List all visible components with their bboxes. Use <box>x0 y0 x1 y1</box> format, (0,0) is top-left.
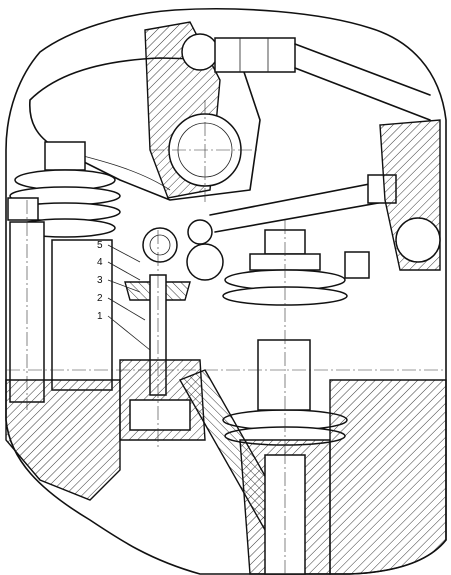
rocker-arm <box>29 21 261 205</box>
push-rod-tube <box>178 369 331 575</box>
right-head-section <box>329 379 447 575</box>
central-valve-assembly <box>119 227 206 450</box>
label-2: 2 <box>97 293 103 304</box>
label-4: 4 <box>97 257 103 268</box>
label-3: 3 <box>97 275 103 286</box>
part-callouts: 5 4 3 2 1 <box>97 240 151 351</box>
left-head-section <box>5 379 121 501</box>
left-valve-spring <box>7 141 121 410</box>
label-5: 5 <box>97 240 103 251</box>
lower-push-rod <box>186 119 441 281</box>
label-1: 1 <box>97 311 103 322</box>
upper-push-rod <box>181 33 431 121</box>
